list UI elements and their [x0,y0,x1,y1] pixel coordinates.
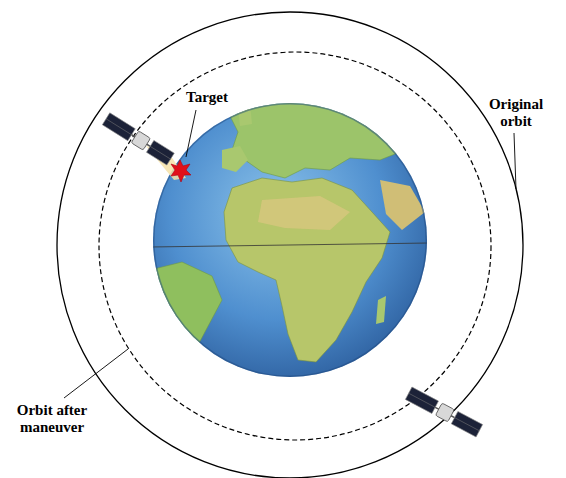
target-star [171,160,191,182]
orbit-label: Orbit after maneuver [4,402,100,436]
continents [150,96,430,392]
original-orbit [57,12,523,478]
orbit-label: Original orbit [474,96,558,130]
satellite [405,387,482,437]
leader-line [186,110,196,157]
leader-line [64,349,128,398]
maneuver-orbit [99,52,491,440]
satellite [102,113,174,165]
leader-line [514,133,516,189]
target-label: Target [176,89,238,106]
